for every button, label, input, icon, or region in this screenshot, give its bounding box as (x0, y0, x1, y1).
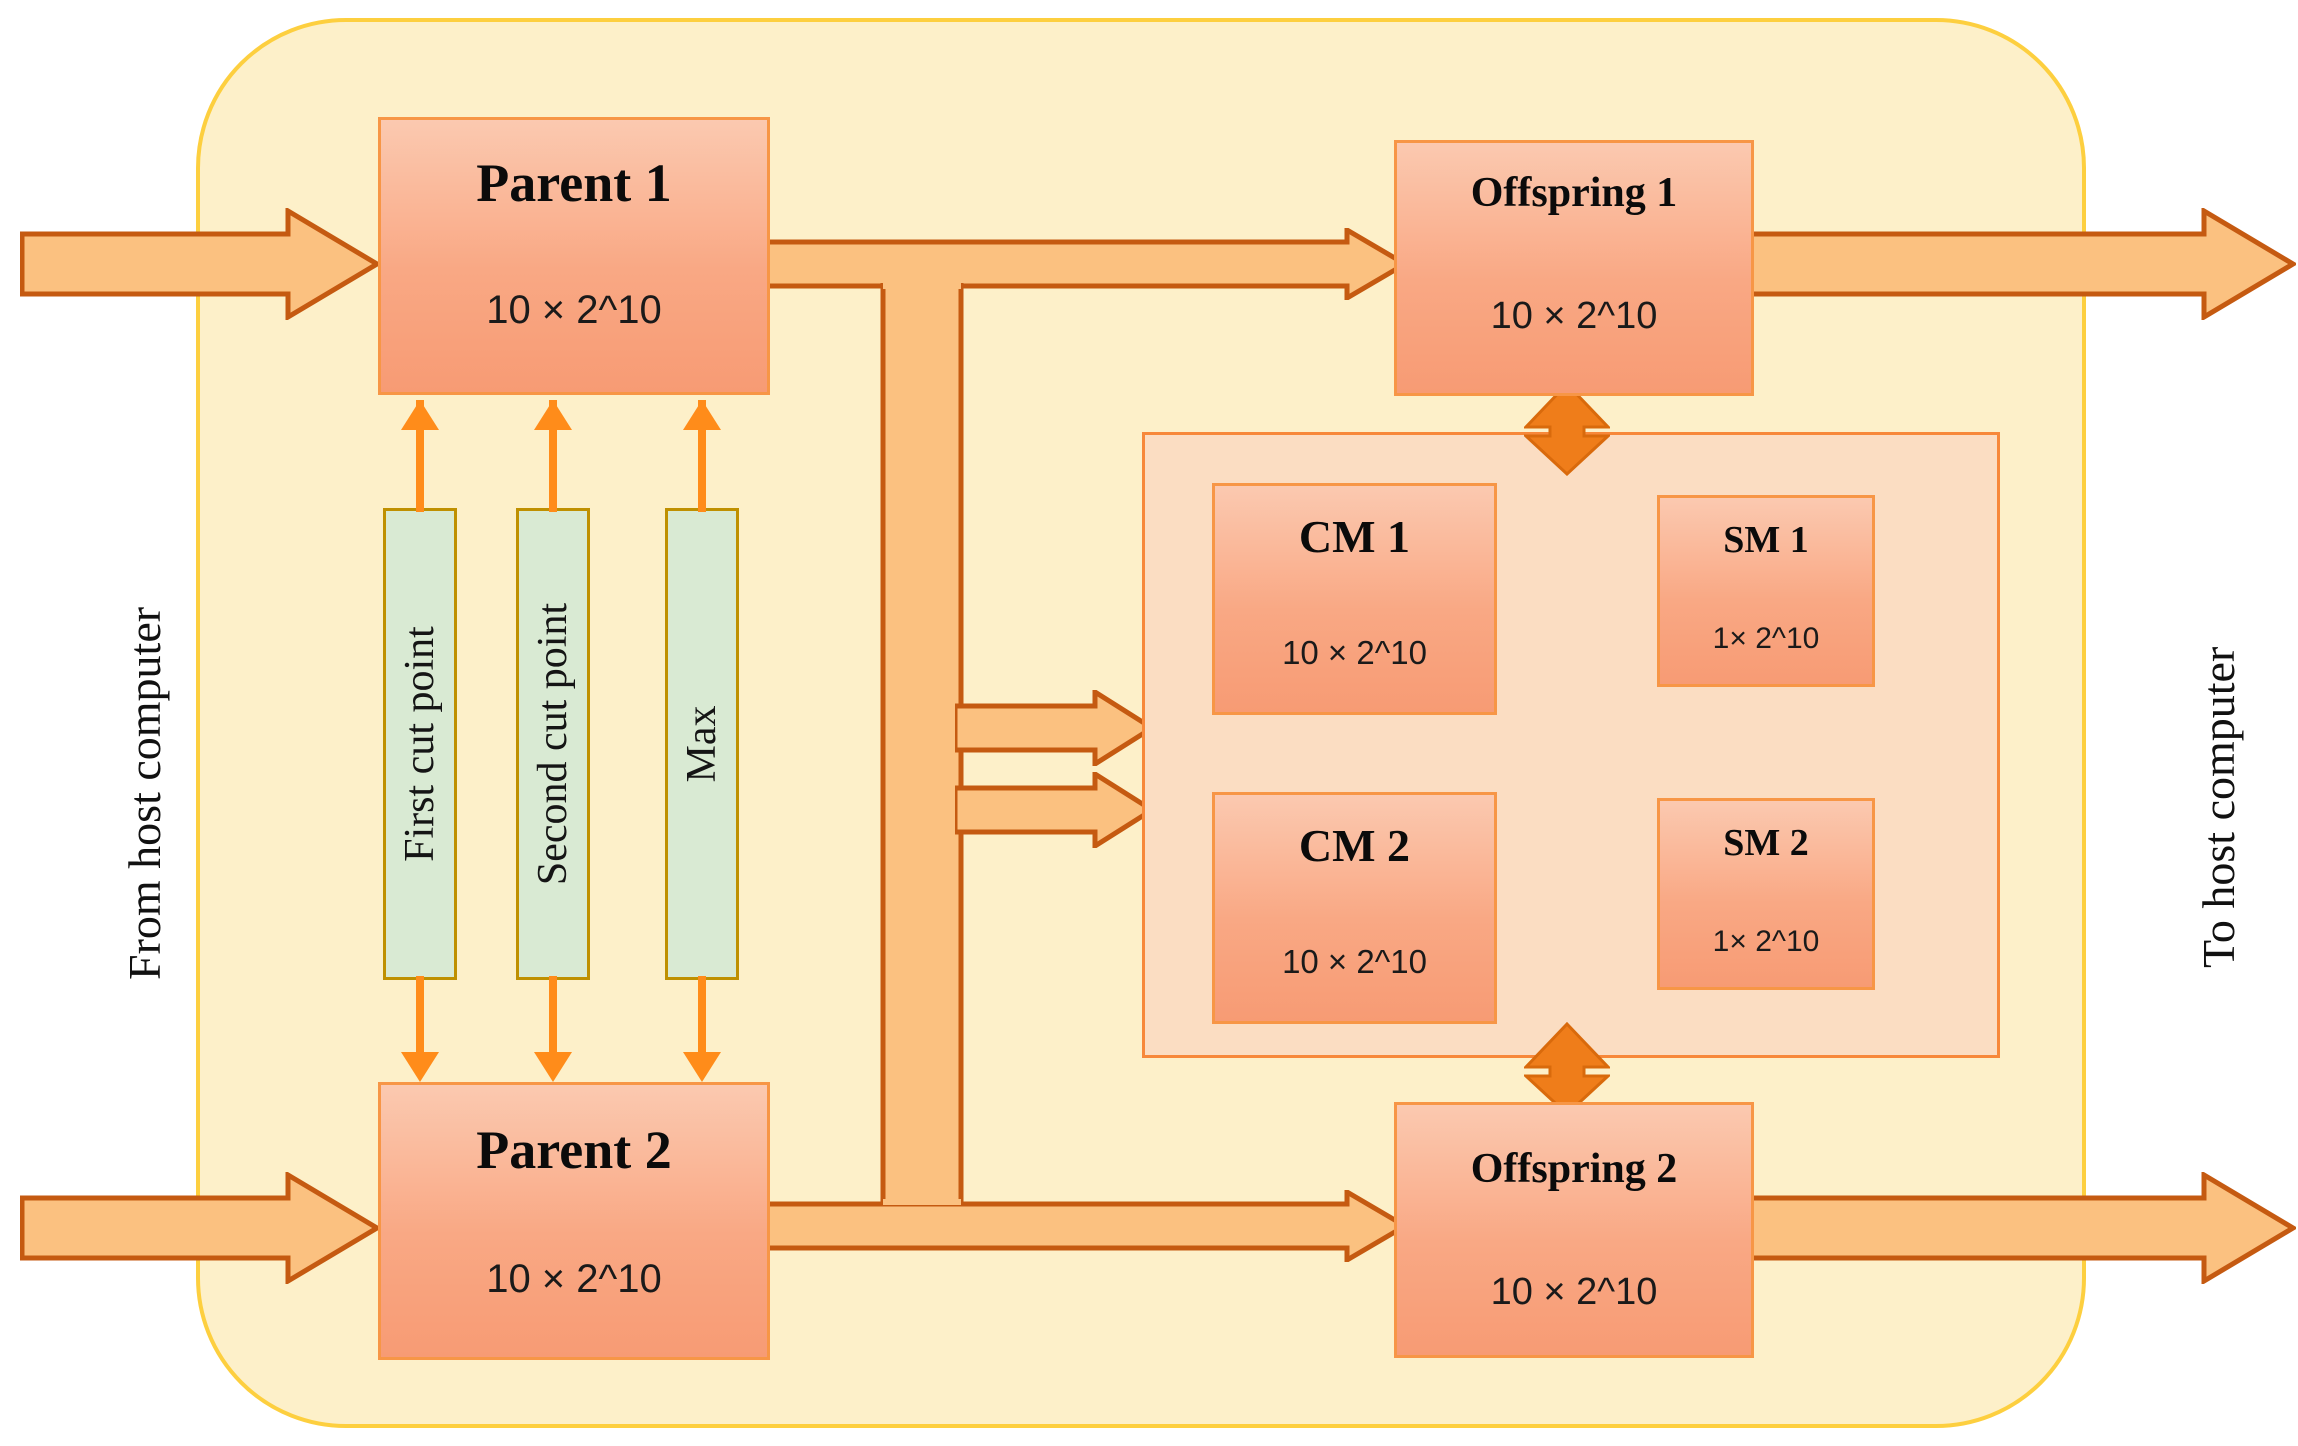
block-offspring2-title: Offspring 2 (1470, 1146, 1678, 1192)
block-offspring2[interactable]: Offspring 2 10 × 2^10 (1394, 1102, 1754, 1358)
block-parent2-title: Parent 2 (476, 1120, 672, 1180)
block-cm2-size: 10 × 2^10 (1282, 943, 1427, 980)
connector-first-to-parent1 (416, 400, 424, 512)
block-sm2[interactable]: SM 2 1× 2^10 (1657, 798, 1875, 990)
block-cm1[interactable]: CM 1 10 × 2^10 (1212, 483, 1497, 715)
arrowhead-max-to-parent2 (683, 1052, 721, 1082)
block-offspring1[interactable]: Offspring 1 10 × 2^10 (1394, 140, 1754, 396)
block-parent1-title: Parent 1 (476, 153, 672, 213)
block-offspring1-title: Offspring 1 (1470, 170, 1678, 216)
label-to-host-computer: To host computer (2193, 646, 2244, 968)
param-bar-max-label: Max (679, 705, 725, 783)
vertical-bus-spine (880, 283, 964, 1205)
connector-max-to-parent2 (698, 976, 706, 1052)
label-from-host-computer: From host computer (119, 606, 170, 980)
connector-second-to-parent1 (549, 400, 557, 512)
arrowhead-second-to-parent2 (534, 1052, 572, 1082)
param-bar-first-cut-point-label: First cut point (397, 626, 443, 862)
block-cm2[interactable]: CM 2 10 × 2^10 (1212, 792, 1497, 1024)
branch-arrow-to-memory-upper (955, 690, 1155, 766)
block-parent2[interactable]: Parent 2 10 × 2^10 (378, 1082, 770, 1360)
block-cm1-size: 10 × 2^10 (1282, 634, 1427, 671)
param-bar-second-cut-point[interactable]: Second cut point (516, 508, 590, 980)
block-cm2-title: CM 2 (1298, 820, 1411, 871)
input-arrow-parent2 (20, 1172, 380, 1284)
block-cm1-title: CM 1 (1298, 511, 1411, 562)
block-offspring2-size: 10 × 2^10 (1490, 1271, 1658, 1313)
connector-max-to-parent1 (698, 400, 706, 512)
block-sm1[interactable]: SM 1 1× 2^10 (1657, 495, 1875, 687)
arrowhead-second-to-parent1 (534, 400, 572, 430)
arrowhead-first-to-parent1 (401, 400, 439, 430)
param-bar-second-cut-point-label: Second cut point (530, 602, 576, 886)
block-sm1-size: 1× 2^10 (1712, 622, 1820, 655)
block-parent1[interactable]: Parent 1 10 × 2^10 (378, 117, 770, 395)
input-arrow-parent1 (20, 208, 380, 320)
bus-parent1-to-offspring1 (762, 228, 1408, 300)
arrowhead-max-to-parent1 (683, 400, 721, 430)
param-bar-first-cut-point[interactable]: First cut point (383, 508, 457, 980)
connector-first-to-parent2 (416, 976, 424, 1052)
block-parent1-size: 10 × 2^10 (486, 288, 662, 332)
output-arrow-offspring2 (1748, 1172, 2296, 1284)
output-arrow-offspring1 (1748, 208, 2296, 320)
bus-parent2-to-offspring2 (762, 1190, 1408, 1262)
block-parent2-size: 10 × 2^10 (486, 1257, 662, 1301)
block-sm2-size: 1× 2^10 (1712, 925, 1820, 958)
param-bar-max[interactable]: Max (665, 508, 739, 980)
biarrow-offspring1-memory (1524, 382, 1610, 476)
block-sm2-title: SM 2 (1723, 822, 1809, 864)
block-sm1-title: SM 1 (1723, 519, 1809, 561)
connector-second-to-parent2 (549, 976, 557, 1052)
branch-arrow-to-memory-lower (955, 772, 1155, 848)
arrowhead-first-to-parent2 (401, 1052, 439, 1082)
block-offspring1-size: 10 × 2^10 (1490, 295, 1658, 337)
